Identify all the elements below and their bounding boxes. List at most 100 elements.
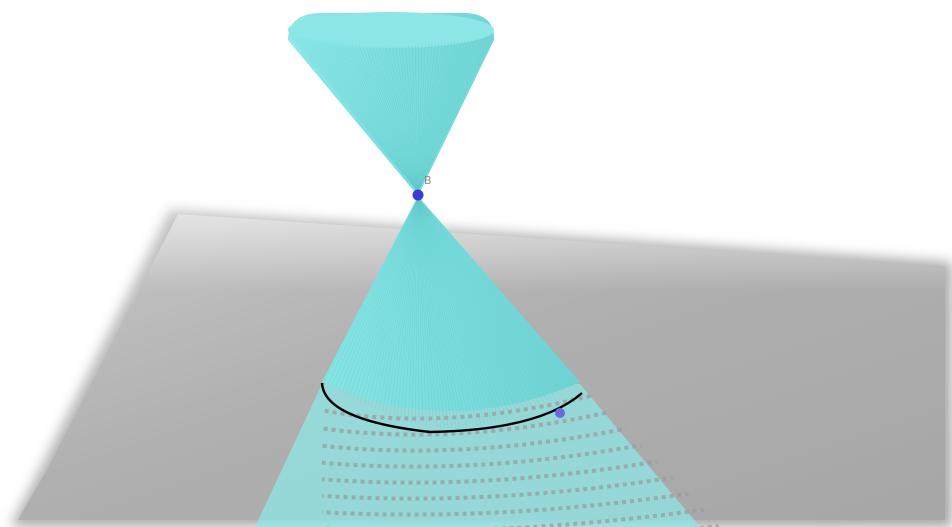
surface-ruling — [348, 43, 419, 193]
surface-ruling — [358, 44, 419, 193]
surface-ruling — [417, 197, 566, 391]
surface-ruling — [395, 45, 419, 193]
surface-ruling — [338, 42, 419, 193]
surface-ruling — [360, 197, 419, 403]
surface-ruling — [351, 43, 419, 193]
surface-ruling — [417, 45, 419, 193]
surface-ruling — [417, 197, 456, 428]
point-on-curve[interactable] — [555, 408, 565, 418]
surface-ruling — [417, 197, 548, 401]
surface-ruling — [417, 197, 482, 426]
conic-section[interactable] — [320, 382, 583, 434]
hidden-surface-ring — [322, 422, 649, 453]
surface-ruling — [417, 41, 453, 193]
surface-ruling — [407, 197, 419, 422]
surface-ruling — [331, 197, 419, 387]
surface-ruling — [325, 40, 419, 193]
surface-ruling — [391, 45, 419, 193]
surface-ruling — [417, 197, 497, 422]
surface-ruling — [349, 197, 419, 397]
surface-ruling — [417, 197, 489, 424]
surface-ruling — [417, 44, 429, 193]
surface-ruling — [323, 197, 419, 383]
cutting-plane[interactable] — [10, 210, 952, 527]
surface-ruling — [401, 45, 419, 193]
surface-ruling — [356, 197, 419, 401]
surface-ruling — [371, 197, 419, 408]
surface-ruling — [417, 36, 489, 193]
surface-ruling — [417, 197, 537, 406]
surface-ruling — [417, 197, 573, 387]
surface-ruling — [417, 36, 486, 193]
surface-ruling — [417, 197, 504, 420]
surface-ruling — [417, 197, 511, 417]
surface-ruling — [417, 44, 433, 193]
surface-ruling — [404, 197, 419, 421]
surface-ruling — [321, 40, 419, 193]
surface-ruling — [417, 197, 486, 425]
surface-ruling — [417, 39, 466, 193]
hidden-surface-ring — [322, 392, 599, 421]
surface-ruling — [417, 197, 434, 427]
lower-nappe[interactable] — [322, 196, 581, 429]
vertex-point[interactable] — [412, 189, 424, 201]
surface-ruling — [417, 40, 459, 193]
hidden-surface-ring — [322, 482, 720, 517]
surface-ruling — [417, 197, 555, 397]
surface-ruling — [417, 197, 562, 393]
surface-ruling — [301, 37, 419, 193]
upper-nappe[interactable] — [288, 12, 495, 196]
surface-ruling — [382, 197, 419, 413]
surface-ruling — [417, 42, 449, 193]
vertex-label: B — [424, 174, 432, 187]
surface-ruling — [417, 38, 476, 193]
surface-ruling — [417, 42, 446, 193]
surface-ruling — [398, 45, 419, 193]
surface-ruling — [345, 197, 419, 395]
surface-ruling — [417, 197, 522, 413]
surface-ruling — [417, 35, 493, 193]
surface-ruling — [417, 44, 426, 193]
surface-ruling — [411, 45, 419, 193]
upper-nappe-rim — [288, 12, 494, 48]
surface-ruling — [365, 45, 419, 193]
surface-ruling — [417, 37, 479, 193]
surface-ruling — [417, 197, 423, 426]
surface-ruling — [331, 41, 419, 193]
surface-ruling — [417, 197, 559, 395]
surface-ruling — [318, 39, 419, 193]
surface-ruling — [298, 36, 419, 193]
surface-ruling — [417, 197, 427, 426]
surface-ruling — [417, 40, 463, 193]
surface-ruling — [417, 197, 533, 408]
surface-ruling — [417, 197, 581, 383]
surface-ruling — [417, 197, 449, 428]
surface-ruling — [417, 197, 464, 428]
surface-ruling — [415, 197, 419, 424]
surface-ruling — [371, 45, 419, 193]
surface-ruling — [417, 43, 436, 193]
surface-ruling — [328, 41, 419, 193]
surface-ruling — [417, 197, 460, 428]
surface-ruling — [335, 42, 419, 193]
surface-ruling — [311, 38, 419, 193]
surface-ruling — [378, 45, 419, 193]
surface-ruling — [417, 44, 423, 193]
surface-ruling — [417, 197, 475, 427]
surface-ruling — [400, 197, 419, 420]
surface-ruling — [393, 197, 419, 417]
surface-ruling — [417, 39, 469, 193]
surface-ruling — [417, 37, 483, 193]
surface-ruling — [305, 37, 419, 193]
surface-ruling — [417, 197, 526, 411]
surface-ruling — [417, 43, 439, 193]
surface-ruling — [338, 197, 419, 391]
surface-ruling — [417, 197, 438, 428]
surface-ruling — [417, 197, 570, 389]
surface-ruling — [417, 197, 445, 428]
surface-ruling — [417, 197, 577, 385]
surface-ruling — [417, 41, 456, 193]
surface-ruling — [361, 44, 419, 193]
